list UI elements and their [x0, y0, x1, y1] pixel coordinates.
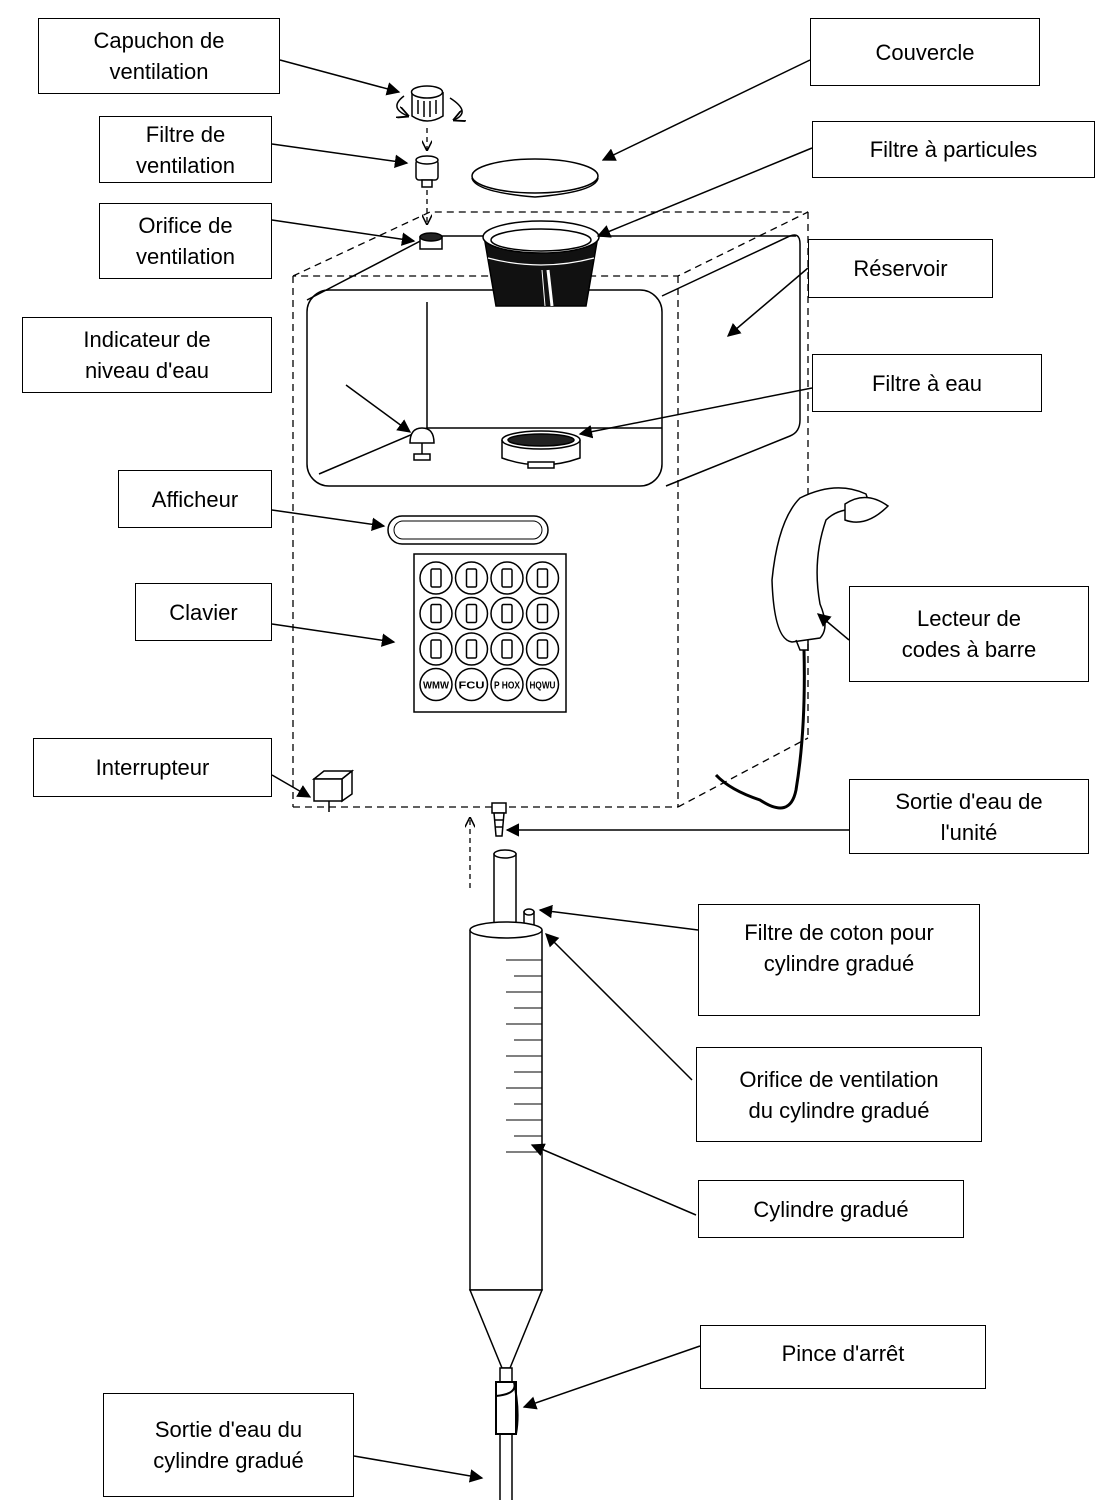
label-afficheur: Afficheur	[118, 470, 272, 528]
label-sortie-unite: Sortie d'eau de l'unité	[849, 779, 1089, 854]
display-screen	[387, 515, 549, 545]
keypad-key-symbol	[501, 603, 513, 624]
particle-filter	[482, 220, 600, 307]
unit-water-outlet	[491, 802, 507, 837]
keypad-key-symbol	[465, 568, 478, 588]
graduated-cylinder	[468, 849, 544, 1500]
keypad-key-symbol	[536, 603, 549, 624]
vent-filter	[415, 155, 439, 188]
assembly-arrows	[427, 128, 470, 888]
label-sortie-cylindre: Sortie d'eau du cylindre gradué	[103, 1393, 354, 1497]
label-capuchon: Capuchon de ventilation	[38, 18, 280, 94]
keypad-key-symbol	[536, 568, 549, 588]
lid	[471, 158, 599, 198]
vent-cap	[397, 85, 462, 121]
label-filtre-ventilation: Filtre de ventilation	[99, 116, 272, 183]
label-indicateur-niveau: Indicateur de niveau d'eau	[22, 317, 272, 393]
keypad-key-symbol	[501, 639, 513, 659]
keypad-key	[454, 667, 489, 702]
label-orifice-cylindre: Orifice de ventilation du cylindre gradu…	[696, 1047, 982, 1142]
vent-orifice	[419, 232, 443, 250]
keypad-key-symbol	[465, 639, 478, 659]
keypad-key-symbol	[430, 639, 442, 659]
label-lecteur: Lecteur de codes à barre	[849, 586, 1089, 682]
keypad-key-symbol	[430, 568, 442, 588]
pinch-clamp	[495, 1381, 519, 1435]
label-reservoir: Réservoir	[808, 239, 993, 298]
reservoir-tank	[306, 234, 801, 487]
water-filter	[501, 430, 581, 469]
keypad-function-key-label: WMW	[423, 681, 450, 692]
label-cylindre: Cylindre gradué	[698, 1180, 964, 1238]
label-filtre-particules: Filtre à particules	[812, 121, 1095, 178]
label-interrupteur: Interrupteur	[33, 738, 272, 797]
keypad-function-key-label: HQWU	[530, 681, 556, 692]
keypad: WMW FCU P HOX HQWU	[413, 553, 567, 713]
keypad-function-key-label: P HOX	[494, 681, 520, 692]
keypad-function-key-label: FCU	[459, 681, 485, 692]
label-filtre-coton: Filtre de coton pour cylindre gradué	[698, 904, 980, 1016]
label-clavier: Clavier	[135, 583, 272, 641]
keypad-key-symbol	[465, 603, 478, 624]
keypad-key-symbol	[536, 639, 549, 659]
keypad-key	[490, 667, 524, 702]
keypad-key-symbol	[430, 603, 442, 624]
label-pince: Pince d'arrêt	[700, 1325, 986, 1389]
leader-arrows	[271, 59, 850, 1483]
keypad-key	[419, 667, 453, 702]
keypad-key	[525, 667, 560, 702]
barcode-reader	[714, 487, 890, 810]
power-switch	[311, 769, 355, 812]
water-level-indicator	[409, 427, 435, 461]
label-couvercle: Couvercle	[810, 18, 1040, 86]
label-orifice-ventilation: Orifice de ventilation	[99, 203, 272, 279]
label-filtre-eau: Filtre à eau	[812, 354, 1042, 412]
keypad-key-symbol	[501, 568, 513, 588]
